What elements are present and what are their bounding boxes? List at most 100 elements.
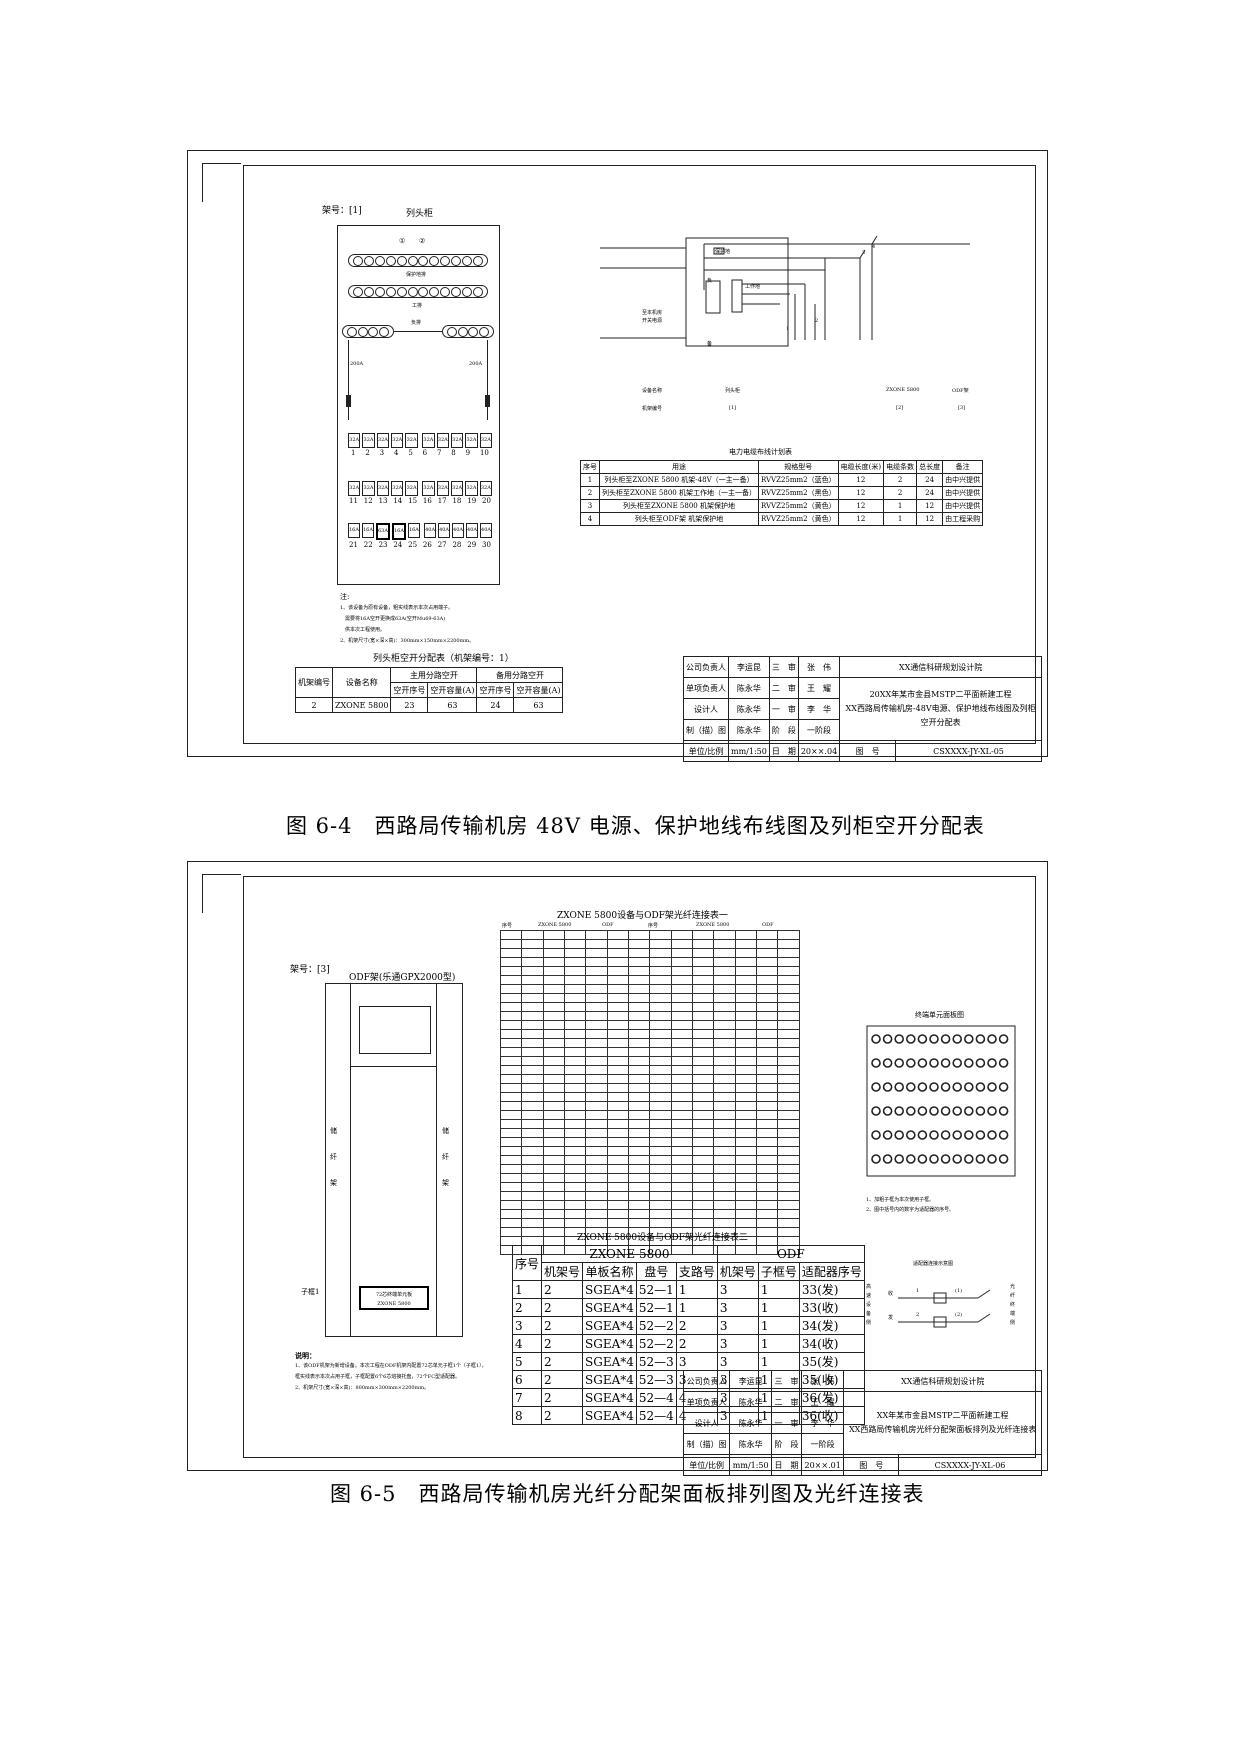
table-cell xyxy=(777,948,800,958)
table-cell xyxy=(649,1182,672,1192)
table-cell: 由中兴提供 xyxy=(942,486,984,500)
table2-header: 盘号 xyxy=(635,1262,677,1281)
table-cell xyxy=(499,930,523,940)
subframe-line: 72芯终端单元板 xyxy=(375,1292,413,1298)
table-row xyxy=(499,1110,800,1120)
table-cell: SGEA*4 xyxy=(582,1388,637,1407)
table-cell: 1 xyxy=(675,1280,718,1299)
table-cell xyxy=(606,1029,630,1039)
protect-bar-label: 保护地排 xyxy=(406,272,427,278)
table-cell xyxy=(521,1038,544,1048)
adapter-port xyxy=(964,1082,974,1092)
breaker: 32A xyxy=(450,481,464,496)
table-cell: 8 xyxy=(511,1406,543,1425)
neg-bar-left xyxy=(342,325,394,338)
table-cell: 35(发) xyxy=(798,1352,865,1371)
adapter-port xyxy=(894,1130,905,1140)
breaker-number: 12 xyxy=(363,497,373,505)
table-cell: 列头柜至ODF架 机架保护地 xyxy=(599,512,759,526)
table-cell xyxy=(606,1128,630,1138)
table-cell xyxy=(542,1092,566,1102)
table-row xyxy=(499,1056,800,1066)
table-cell xyxy=(756,1101,779,1111)
table-cell xyxy=(499,1227,523,1237)
table-cell xyxy=(585,1110,608,1120)
table-cell xyxy=(606,1164,630,1174)
table-cell xyxy=(499,966,523,976)
fuse-right-label: 200A xyxy=(469,361,483,367)
table-cell xyxy=(606,984,630,994)
mark-2: ② xyxy=(419,237,426,245)
alloc-header: 空开序号 xyxy=(476,682,515,698)
table-cell xyxy=(734,1110,758,1120)
table-cell xyxy=(756,1002,779,1012)
table-cell xyxy=(542,1137,566,1147)
table-cell xyxy=(585,1200,608,1210)
tb-label: 三 审 xyxy=(771,1370,802,1392)
table-cell xyxy=(542,948,566,958)
table-cell xyxy=(521,966,544,976)
table-cell xyxy=(628,1110,651,1120)
breaker-number: 25 xyxy=(408,541,418,549)
note-line: 2、机架尺寸(宽×深×高)：800mm×300mm×2200mm。 xyxy=(295,1385,430,1391)
table-cell: 12 xyxy=(916,512,944,526)
table-cell xyxy=(777,939,800,949)
table-cell xyxy=(649,1110,672,1120)
table-cell xyxy=(521,1074,544,1084)
table-cell xyxy=(670,1128,694,1138)
adapter-port xyxy=(975,1106,986,1116)
source-line: 至本机房 xyxy=(642,310,663,316)
table-cell xyxy=(499,1056,523,1066)
storage-char: 储 xyxy=(330,1127,337,1135)
table-cell xyxy=(542,930,566,940)
adapter-port xyxy=(987,1154,997,1164)
table-cell xyxy=(585,939,608,949)
table-cell xyxy=(564,1218,587,1228)
table-cell: 12 xyxy=(837,473,885,487)
table-cell xyxy=(649,930,672,940)
table-cell xyxy=(756,1047,779,1057)
table-row xyxy=(499,1146,800,1156)
breaker-number: 7 xyxy=(436,449,442,457)
table-cell xyxy=(649,1074,672,1084)
breaker: 32A xyxy=(348,481,361,496)
table-cell xyxy=(692,984,715,994)
table-cell xyxy=(734,1173,758,1183)
table-cell xyxy=(521,1191,544,1201)
odf-side-left xyxy=(350,984,351,1336)
table-cell xyxy=(692,1083,715,1093)
table-row xyxy=(499,1218,800,1228)
breaker: 32A xyxy=(436,433,449,448)
table-cell xyxy=(713,1011,736,1021)
table-cell xyxy=(756,1029,779,1039)
table-cell: 52—3 xyxy=(635,1352,677,1371)
table-cell xyxy=(606,1119,630,1129)
tb-value: 张 伟 xyxy=(800,1370,845,1392)
table-cell xyxy=(499,1074,523,1084)
table-cell xyxy=(585,1065,608,1075)
work-ground-bar xyxy=(348,285,488,298)
table-cell xyxy=(692,1128,715,1138)
breaker: 40A xyxy=(438,523,451,538)
table-cell: 3 xyxy=(716,1334,759,1353)
table-cell xyxy=(585,1128,608,1138)
breaker-used: 63A xyxy=(375,523,390,540)
table-cell: 6 xyxy=(511,1370,543,1389)
table-cell: SGEA*4 xyxy=(582,1280,637,1299)
breaker: 32A xyxy=(479,481,493,496)
table-cell xyxy=(628,1218,651,1228)
table-cell: 列头柜至ZXONE 5800 机架-48V（一主一备） xyxy=(599,473,759,487)
table-cell xyxy=(542,1065,566,1075)
table-cell xyxy=(542,1164,566,1174)
table-cell xyxy=(606,1218,630,1228)
table-cell xyxy=(756,1038,779,1048)
table-cell xyxy=(670,1011,694,1021)
table-cell xyxy=(756,1020,779,1030)
table-cell: 由工程采购 xyxy=(942,512,984,526)
table-cell: SGEA*4 xyxy=(582,1316,637,1335)
table-cell xyxy=(564,1101,587,1111)
table-cell xyxy=(649,1209,672,1219)
table-cell: 3 xyxy=(716,1280,759,1299)
